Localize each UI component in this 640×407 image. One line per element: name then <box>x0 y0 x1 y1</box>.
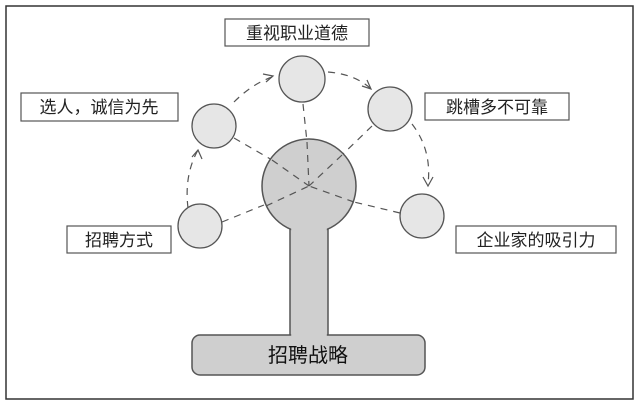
arc-upper-right-to-lower-right <box>411 123 430 185</box>
spoke-lower-right <box>353 201 401 214</box>
arrow-lower-right <box>422 176 434 188</box>
label-box-upper-right <box>424 92 570 121</box>
arrow-upper-right <box>361 79 373 90</box>
node-lower-right <box>399 193 445 239</box>
spoke-top <box>302 103 308 143</box>
label-box-lower-left <box>66 225 172 254</box>
label-box-lower-right <box>455 225 617 254</box>
hub-stem-cover <box>291 220 327 346</box>
label-box-upper-left <box>20 92 179 122</box>
label-upper-right: 跳槽多不可靠 <box>446 98 548 118</box>
base-stem-join <box>291 330 327 338</box>
spoke-upper-right <box>341 125 373 156</box>
label-lower-right: 企业家的吸引力 <box>477 231 596 251</box>
label-upper-left: 选人，诚信为先 <box>40 98 159 118</box>
inner-spoke-5 <box>308 185 355 203</box>
arrow-top <box>262 73 275 83</box>
label-lower-left: 招聘方式 <box>85 231 153 251</box>
node-upper-left <box>191 103 237 149</box>
arrow-upper-left <box>191 148 203 160</box>
base-label: 招聘战略 <box>268 343 348 367</box>
inner-spoke-1 <box>265 185 310 207</box>
arc-top-to-upper-right <box>327 71 371 89</box>
arc-upper-left-to-top <box>233 76 273 103</box>
arc-lower-left-to-upper-left <box>186 149 199 209</box>
label-top: 重视职业道德 <box>246 24 348 44</box>
label-box-top <box>224 18 370 47</box>
node-upper-right <box>367 86 413 132</box>
node-top <box>278 55 326 103</box>
node-lower-left <box>177 203 223 249</box>
